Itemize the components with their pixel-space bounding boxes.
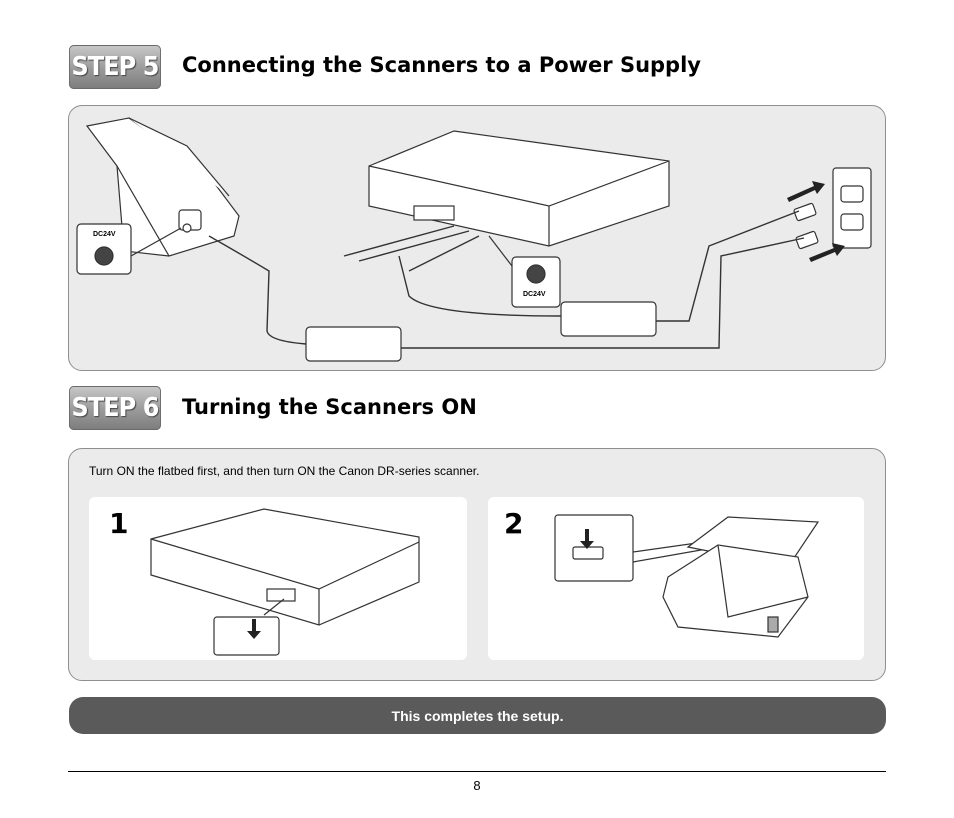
power-connection-panel: DC24V DC24V (68, 105, 886, 371)
step-5-title: Connecting the Scanners to a Power Suppl… (182, 53, 701, 77)
power-on-instruction: Turn ON the flatbed first, and then turn… (89, 464, 480, 478)
power-cables (208, 210, 805, 349)
setup-complete-text: This completes the setup. (391, 707, 564, 724)
page-number: 8 (473, 778, 481, 793)
power-connection-illustration: DC24V DC24V (76, 117, 872, 362)
dc24v-label-left: DC24V (93, 231, 116, 238)
step-5-badge: STEP 5 (69, 45, 161, 89)
dr-scanner-power-on-subpanel: 2 (488, 497, 864, 660)
dr-scanner-side-illustration (85, 117, 240, 257)
dr-scanner-power-switch-illustration (554, 514, 820, 638)
step-number-1: 1 (109, 507, 129, 540)
dc24v-label-right: DC24V (523, 291, 546, 298)
ac-adapter-right (560, 301, 657, 337)
power-on-panel: Turn ON the flatbed first, and then turn… (68, 448, 886, 681)
step-6-badge-label: STEP 6 (71, 393, 160, 423)
flatbed-scanner-illustration (368, 130, 670, 247)
power-plugs (793, 202, 819, 250)
press-arrow-icon-2 (580, 529, 594, 549)
flatbed-power-switch-illustration (150, 508, 420, 656)
step-6-title: Turning the Scanners ON (182, 395, 477, 419)
step-5-badge-label: STEP 5 (71, 52, 160, 82)
ac-adapter-left (305, 326, 402, 362)
flatbed-power-on-subpanel: 1 (89, 497, 467, 660)
footer-divider (68, 771, 886, 772)
setup-complete-banner: This completes the setup. (69, 697, 886, 734)
wall-outlet-illustration (832, 167, 872, 249)
step-6-badge: STEP 6 (69, 386, 161, 430)
dc24v-callout-left (76, 223, 182, 275)
press-arrow-icon (247, 619, 261, 639)
dc24v-callout-right (488, 235, 561, 308)
plug-in-arrows (787, 181, 845, 262)
step-number-2: 2 (504, 507, 524, 540)
